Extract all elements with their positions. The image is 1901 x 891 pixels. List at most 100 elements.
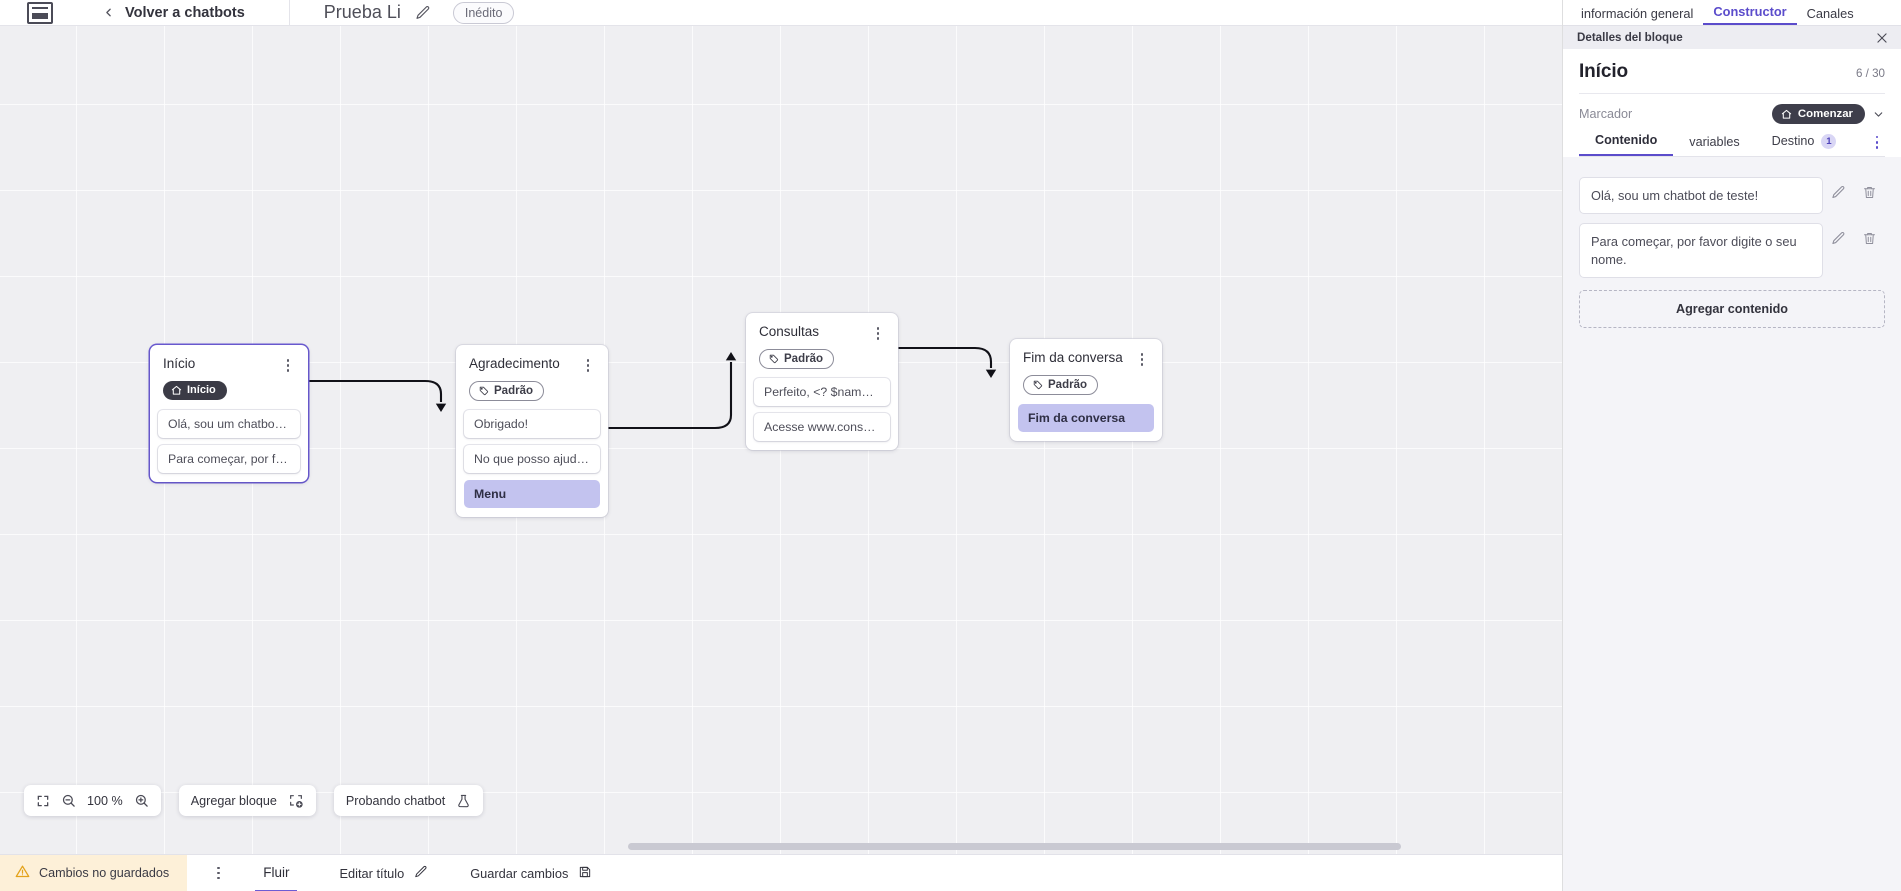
panel-subheader: Detalles del bloque [1563,26,1901,49]
node-message[interactable]: Olá, sou um chatbot de teste! [158,409,300,438]
node-message[interactable]: Para começar, por favor digite o ... [158,444,300,473]
flow-canvas[interactable]: Início Início Olá, sou um chatbot de tes… [0,26,1562,854]
panel-title-row: Início 6 / 30 [1579,49,1885,94]
panel-header-section: Início 6 / 30 Marcador Comenzar Con [1563,49,1901,157]
node-tag-badge: Padrão [469,380,544,401]
zoom-out-icon[interactable] [61,793,76,808]
tag-icon [479,387,489,396]
chevron-down-icon[interactable] [1872,108,1885,121]
flow-node-consultas[interactable]: Consultas Padrão Perfeito, <? $name ?>! … [746,313,898,451]
node-message[interactable]: No que posso ajudar, <? $name ... [464,445,600,474]
edit-content-pencil-icon[interactable] [1823,177,1854,200]
tab-destino[interactable]: Destino 1 [1756,134,1853,156]
content-item-text[interactable]: Para começar, por favor digite o seu nom… [1579,223,1823,279]
node-message-menu[interactable]: Menu [464,480,600,509]
panel-top-tabs: información general Constructor Canales [1563,0,1901,26]
edit-title-pencil-icon[interactable] [415,5,431,21]
node-tag-badge: Início [163,380,227,400]
save-disk-icon [578,865,592,882]
node-message[interactable]: Acesse www.consultas.com par... [754,413,890,442]
edit-title-button[interactable]: Editar título [339,865,428,882]
node-menu-kebab-icon[interactable] [281,357,295,372]
canvas-horizontal-scrollbar[interactable] [628,843,1401,850]
node-menu-kebab-icon[interactable] [1135,351,1149,366]
delete-content-trash-icon[interactable] [1854,177,1885,200]
status-badge: Inédito [452,1,515,24]
tab-contenido-label: Contenido [1595,133,1658,148]
node-message[interactable]: Obrigado! [464,410,600,439]
add-block-label: Agregar bloque [190,793,277,808]
tab-constructor[interactable]: Constructor [1703,5,1797,25]
tab-variables[interactable]: variables [1673,136,1755,156]
back-chevron-icon[interactable] [101,6,115,20]
viafacil-logo[interactable] [27,1,53,24]
save-changes-label: Guardar cambios [470,865,569,881]
node-menu-kebab-icon[interactable] [871,325,885,340]
test-chatbot-button[interactable]: Probando chatbot [333,785,484,816]
block-counter: 6 / 30 [1855,67,1885,80]
node-message[interactable]: Perfeito, <? $name ?>! [754,378,890,407]
destino-count-badge: 1 [1821,134,1837,149]
arrow-head-1 [435,403,447,412]
save-changes-button[interactable]: Guardar cambios [470,865,592,882]
canvas-toolbars: 100 % Agregar bloque Probando chatbot [24,785,484,816]
marker-value-badge[interactable]: Comenzar [1771,104,1865,124]
zoom-toolbar: 100 % [24,785,161,816]
close-icon[interactable] [1875,31,1889,45]
test-chatbot-label: Probando chatbot [345,793,446,808]
add-block-button[interactable]: Agregar bloque [178,785,316,816]
node-tag-label: Padrão [494,384,533,397]
panel-inner-tabs: Contenido variables Destino 1 [1579,134,1885,157]
panel-tabs-overflow-kebab-icon[interactable] [1869,135,1885,156]
node-messages: Fim da conversa [1010,395,1162,441]
node-menu-kebab-icon[interactable] [581,357,595,372]
node-message-end[interactable]: Fim da conversa [1018,404,1154,433]
flow-connectors [308,346,997,430]
arrow-head-3 [985,369,997,378]
edge-agradecimento-consultas [608,362,733,430]
tag-icon [1033,381,1043,390]
flow-node-fim-da-conversa[interactable]: Fim da conversa Padrão Fim da conversa [1010,339,1162,442]
panel-subheader-label: Detalles del bloque [1577,31,1683,44]
top-bar: Volver a chatbots Prueba Li Inédito [0,0,1562,26]
home-icon [1781,109,1792,119]
pencil-icon [414,865,428,882]
bottom-bar: Cambios no guardados Fluir Editar título… [0,854,1562,891]
content-item-row: Para começar, por favor digite o seu nom… [1579,223,1885,279]
back-to-chatbots-link[interactable]: Volver a chatbots [125,4,245,21]
node-tag-label: Início [187,384,216,397]
node-tag-badge: Padrão [759,348,834,369]
bottom-menu-kebab-icon[interactable] [211,866,225,880]
node-title: Consultas [759,324,820,339]
node-header: Consultas Padrão [746,313,898,369]
toolbar-divider [288,0,290,26]
node-messages: Obrigado! No que posso ajudar, <? $name … [456,401,608,517]
marker-value-label: Comenzar [1797,108,1853,120]
flow-node-inicio[interactable]: Início Início Olá, sou um chatbot de tes… [150,345,308,482]
flow-node-agradecimento[interactable]: Agradecimento Padrão Obrigado! No que po… [456,345,608,518]
add-block-icon [288,793,304,809]
arrow-head-2 [725,352,737,361]
node-messages: Olá, sou um chatbot de teste! Para começ… [150,401,308,482]
add-content-button[interactable]: Agregar contenido [1579,290,1885,329]
delete-content-trash-icon[interactable] [1854,223,1885,246]
tab-variables-label: variables [1689,135,1740,150]
panel-content-list: Olá, sou um chatbot de teste! Para começ… [1563,157,1901,329]
tab-informacion-general[interactable]: información general [1581,6,1694,22]
flask-icon [456,793,471,809]
home-icon [171,385,182,395]
tab-canales[interactable]: Canales [1806,6,1854,22]
marker-control[interactable]: Comenzar [1771,104,1885,124]
node-header: Início Início [150,345,308,401]
tab-fluir[interactable]: Fluir [255,855,298,891]
block-details-panel: información general Constructor Canales … [1562,0,1901,891]
fit-screen-icon[interactable] [36,794,50,808]
zoom-in-icon[interactable] [134,793,149,808]
tab-contenido[interactable]: Contenido [1579,133,1674,156]
edge-inicio-agradecimento [308,379,443,402]
content-item-text[interactable]: Olá, sou um chatbot de teste! [1579,177,1823,215]
unsaved-changes-label: Cambios no guardados [39,866,170,880]
node-header: Agradecimento Padrão [456,345,608,401]
edit-content-pencil-icon[interactable] [1823,223,1854,246]
